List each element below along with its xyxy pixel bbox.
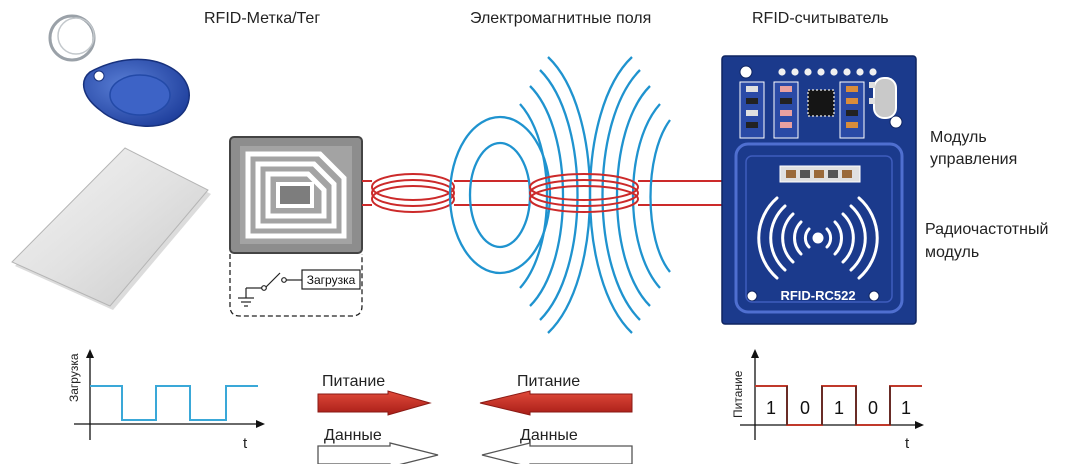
rfid-card-icon <box>11 147 211 310</box>
load-chart-y-label: Загрузка <box>67 353 81 402</box>
bit-2: 0 <box>800 398 810 418</box>
data-label-left: Данные <box>324 427 382 444</box>
data-arrow-right <box>317 442 439 464</box>
data-arrows: Данные Данные <box>317 427 633 464</box>
label-control-line1: Модуль <box>930 129 987 146</box>
reader-coil <box>529 173 639 213</box>
bit-1: 1 <box>766 398 776 418</box>
tag-chip <box>229 136 363 254</box>
power-arrow-left <box>479 390 633 416</box>
label-control-line2: управления <box>930 151 1017 168</box>
title-reader: RFID-считыватель <box>752 10 889 27</box>
bit-3: 1 <box>834 398 844 418</box>
power-signal-chart: 1 0 1 0 1 Питание t <box>731 349 924 452</box>
bit-4: 0 <box>868 398 878 418</box>
board-name: RFID-RC522 <box>780 288 855 303</box>
title-fields: Электромагнитные поля <box>470 10 651 27</box>
power-arrow-right <box>317 390 432 416</box>
power-label-left: Питание <box>322 373 385 390</box>
antenna-components <box>779 165 861 183</box>
load-label: Загрузка <box>307 273 356 287</box>
power-chart-y-label: Питание <box>731 370 745 418</box>
header-pins <box>778 68 877 76</box>
title-tag: RFID-Метка/Тег <box>204 10 320 27</box>
rfid-reader-board: RFID-RC522 <box>721 55 917 325</box>
contactless-wave-icon <box>757 196 879 280</box>
data-arrow-left <box>481 442 633 464</box>
key-fob-icon <box>48 14 190 127</box>
load-signal-chart: Загрузка t <box>67 349 265 452</box>
smd-components <box>739 77 897 139</box>
tag-load-circuit: Загрузка <box>229 254 363 317</box>
load-chart-x-label: t <box>243 435 248 452</box>
power-chart-x-label: t <box>905 435 910 452</box>
label-radio-line2: модуль <box>925 244 979 261</box>
power-arrows: Питание Питание <box>317 373 633 416</box>
power-label-right: Питание <box>517 373 580 390</box>
bit-5: 1 <box>901 398 911 418</box>
data-label-right: Данные <box>520 427 578 444</box>
load-signal-line <box>90 385 258 421</box>
tag-coil <box>371 173 455 213</box>
label-radio-line1: Радиочастотный <box>925 221 1048 238</box>
electromagnetic-field-lines <box>448 56 671 334</box>
